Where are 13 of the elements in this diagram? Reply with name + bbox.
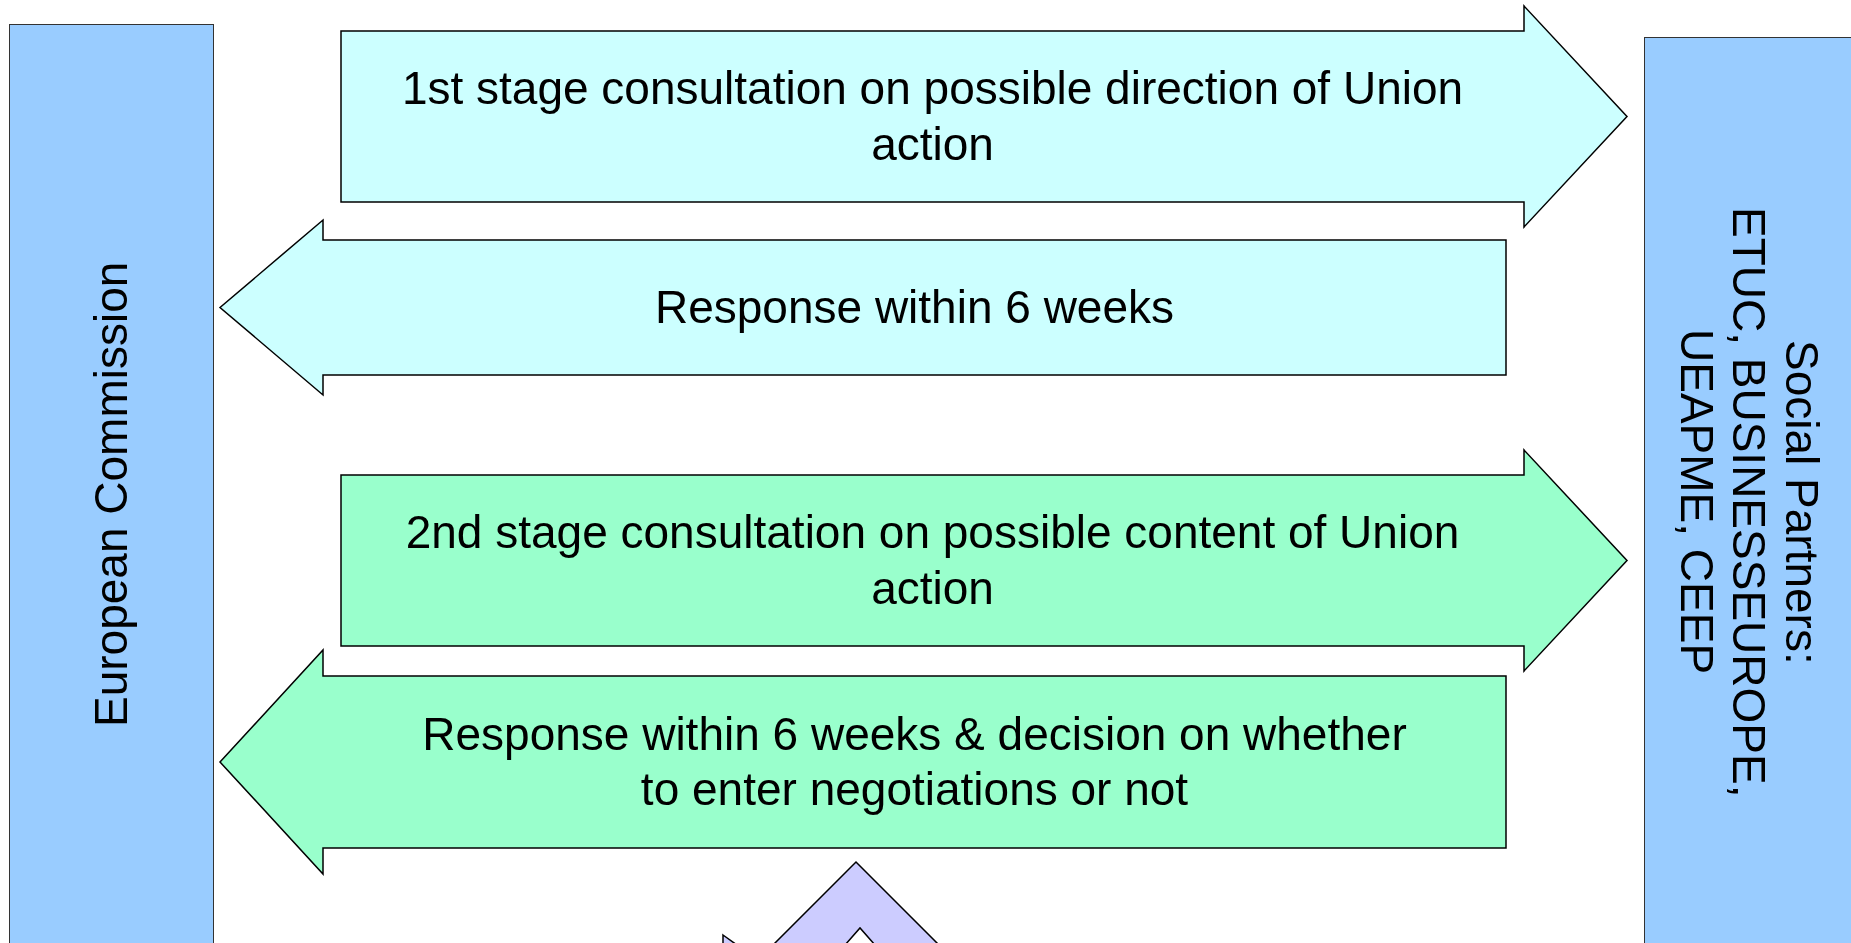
arrow-label: 2nd stage consultation on possible content of Union action — [404, 505, 1461, 616]
arrow-label: Response within 6 weeks & decision on whether to enter negotiations or not — [421, 706, 1408, 817]
block-arrow — [340, 448, 1629, 673]
arrow-label: Response within 6 weeks — [654, 279, 1175, 335]
panel-text: ETUC, BUSINESSEUROPE, UEAPME, CEEP — [1669, 205, 1776, 800]
actor-panel — [9, 24, 214, 943]
block-arrow — [340, 4, 1629, 229]
block-arrow — [218, 218, 1507, 397]
arrow-label: 1st stage consultation on possible direction of Union action — [400, 61, 1465, 172]
panel-title: European Commission — [85, 260, 138, 729]
panel-title: Social Partners: — [1775, 338, 1829, 667]
block-arrow — [219, 648, 1507, 876]
actor-panel — [1644, 37, 1851, 943]
